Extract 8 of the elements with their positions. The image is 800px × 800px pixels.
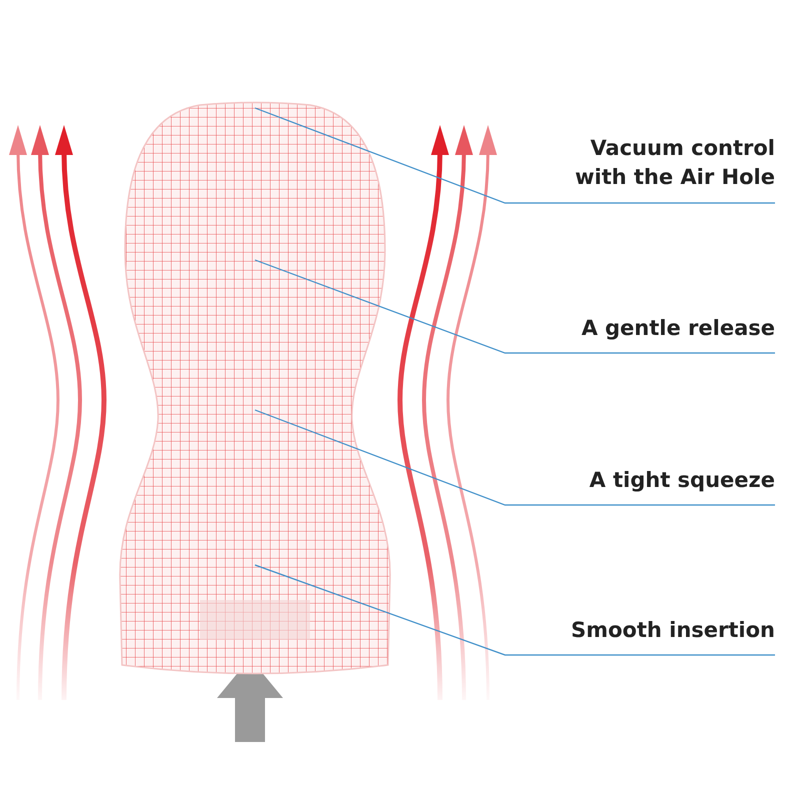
leader-line [254, 107, 775, 204]
callout-label: Smooth insertion [520, 616, 775, 645]
leader-line [254, 409, 775, 506]
callout-label: A tight squeeze [520, 466, 775, 495]
leader-line [254, 259, 775, 354]
callout-label: Vacuum control with the Air Hole [560, 134, 775, 192]
leader-line [254, 564, 775, 656]
callout-label: A gentle release [520, 314, 775, 343]
